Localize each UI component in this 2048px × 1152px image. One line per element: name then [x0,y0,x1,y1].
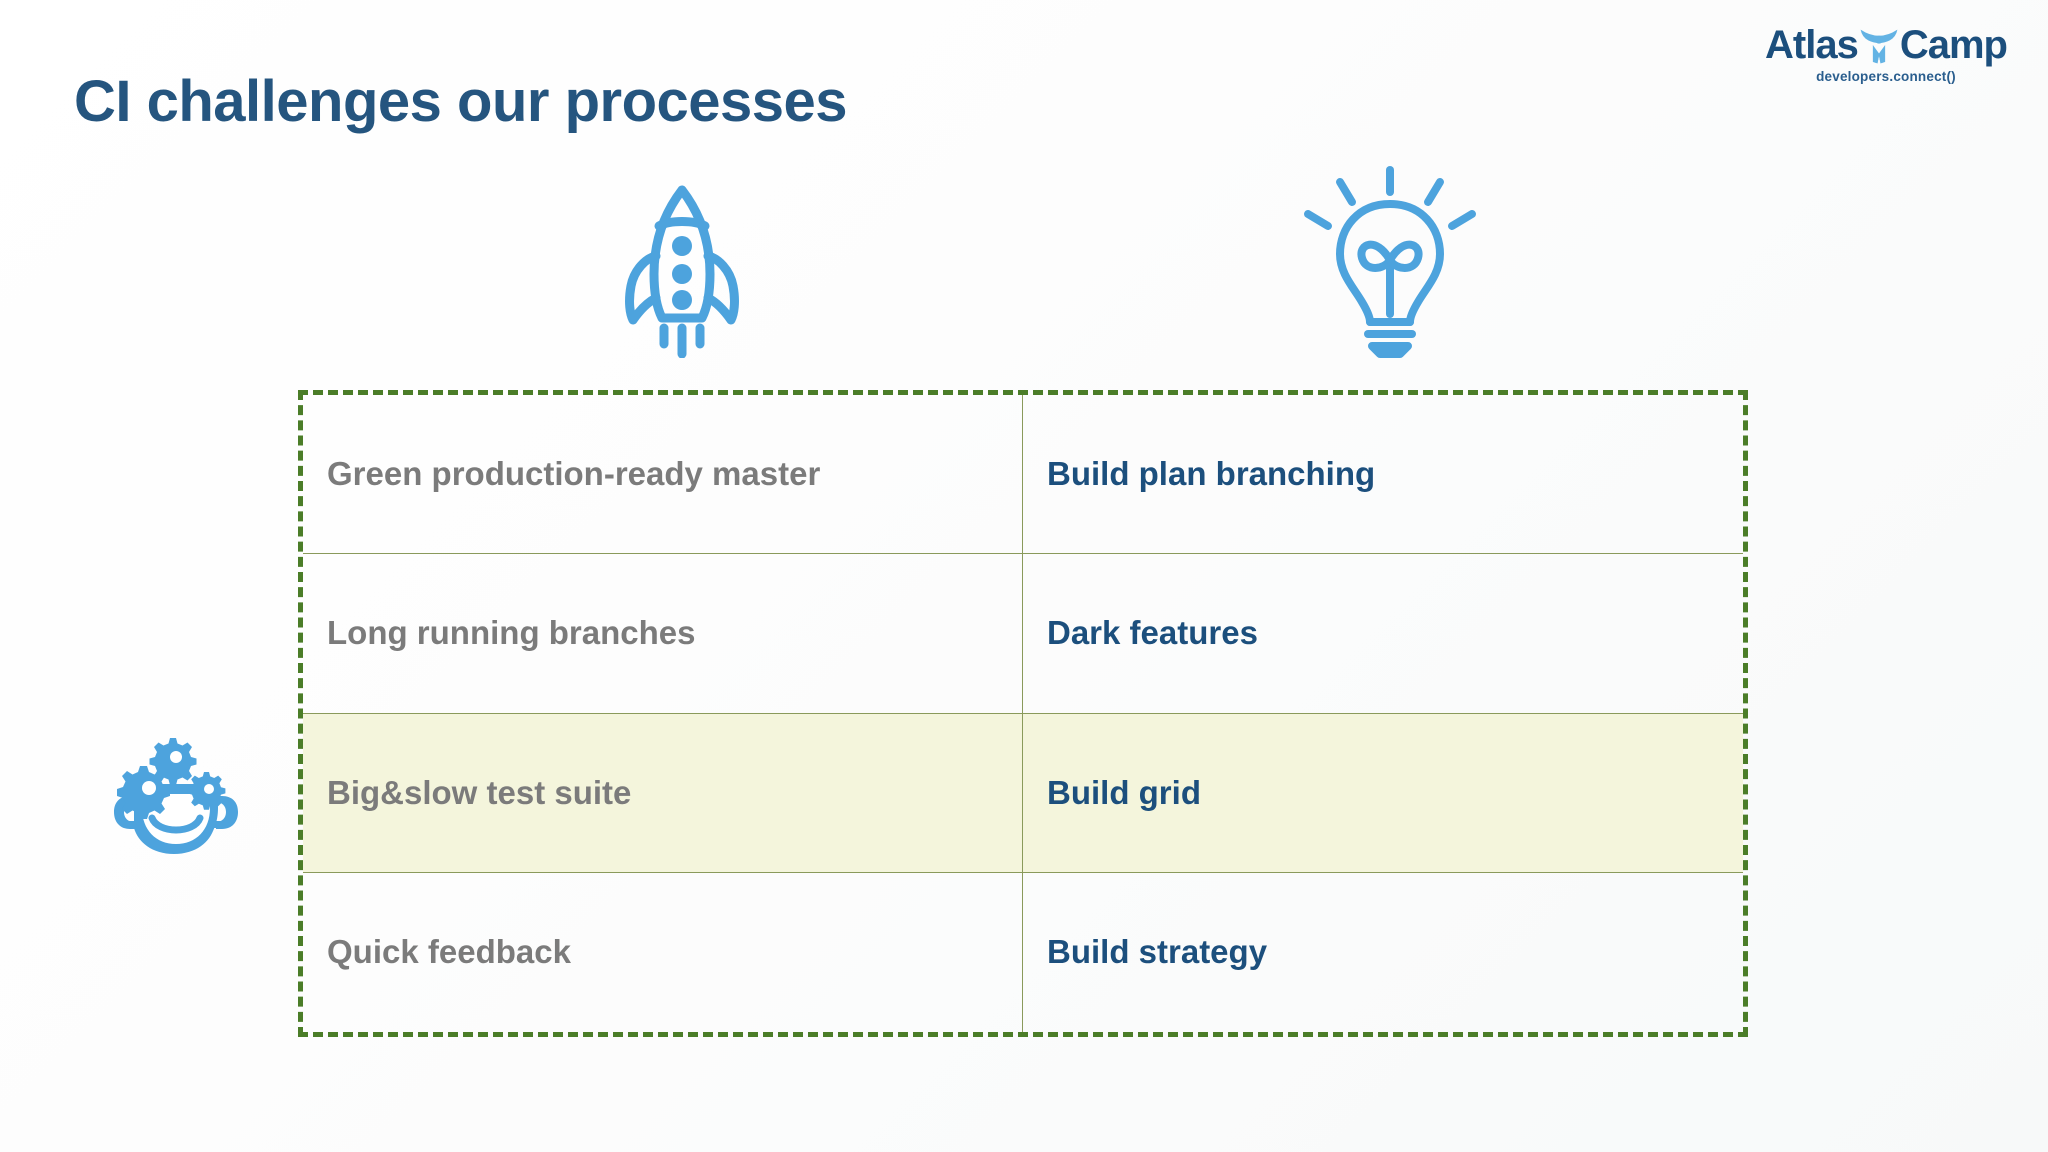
atlas-figure-icon [1860,29,1898,64]
solution-cell: Dark features [1047,614,1258,652]
brand-tagline: developers.connect() [1816,69,1956,84]
thinking-head-icon [114,738,238,854]
brand-word-camp: Camp [1899,23,2008,67]
brand-word-atlas: Atlas [1765,23,1859,67]
challenges-table: Green production-ready master Build plan… [298,390,1748,1037]
table-row-highlighted: Big&slow test suite Build grid [303,713,1743,873]
brand-logo: Atlas Camp developers.connect() [1746,22,2026,84]
table-row: Quick feedback Build strategy [303,872,1743,1032]
challenge-cell: Quick feedback [303,872,1023,1032]
challenge-cell: Big&slow test suite [303,713,1023,872]
brand-logo-row: Atlas Camp [1746,22,2026,68]
table-row: Green production-ready master Build plan… [303,395,1743,555]
challenge-cell: Green production-ready master [303,395,1023,554]
solution-cell: Build grid [1047,773,1201,811]
challenge-cell: Long running branches [303,554,1023,713]
solution-cell: Build strategy [1047,933,1268,971]
page-title: CI challenges our processes [74,69,848,134]
table-row: Long running branches Dark features [303,554,1743,714]
lightbulb-icon [1304,166,1476,358]
solution-cell: Build plan branching [1047,455,1376,493]
rocket-icon [625,185,739,358]
